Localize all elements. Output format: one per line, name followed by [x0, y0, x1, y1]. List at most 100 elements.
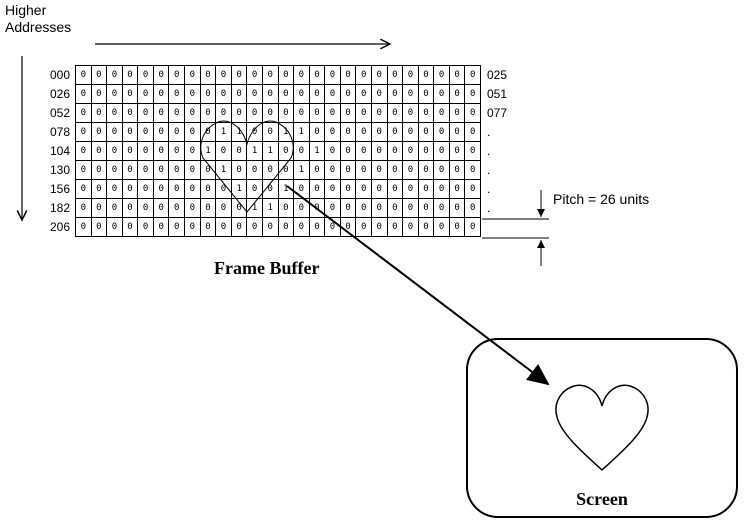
grid-cell: 0: [185, 123, 201, 142]
grid-cell: 0: [325, 123, 341, 142]
grid-cell: 0: [107, 104, 123, 123]
grid-cell: 0: [169, 85, 186, 104]
grid-cell: 0: [122, 85, 139, 104]
grid-cell: 0: [371, 218, 388, 237]
grid-cell: 0: [403, 123, 419, 142]
grid-cell: 0: [356, 218, 372, 237]
grid-cell: 0: [434, 85, 450, 104]
grid-cell: 0: [465, 104, 481, 123]
grid-cell: 0: [107, 123, 123, 142]
grid-cell: 1: [262, 199, 279, 218]
grid-cell: 0: [387, 199, 404, 218]
grid-cell: 1: [278, 180, 295, 199]
grid-cell: 0: [340, 104, 357, 123]
grid-cell: 0: [91, 199, 108, 218]
grid-cell: 0: [153, 161, 170, 180]
grid-cell: 0: [387, 142, 404, 161]
grid-cell: 0: [138, 66, 154, 85]
grid-cell: 1: [294, 123, 310, 142]
grid-cell: 0: [138, 180, 154, 199]
grid-cell: 0: [107, 142, 123, 161]
grid-cell: 0: [403, 85, 419, 104]
grid-cell: 0: [418, 161, 435, 180]
row-end-address: .: [487, 182, 491, 197]
grid-cell: 1: [278, 123, 295, 142]
grid-cell: 0: [169, 161, 186, 180]
grid-cell: 0: [371, 199, 388, 218]
grid-cell: 0: [153, 199, 170, 218]
grid-cell: 0: [340, 180, 357, 199]
row-start-address: 026: [49, 86, 70, 101]
grid-cell: 0: [465, 123, 481, 142]
grid-cell: 0: [153, 218, 170, 237]
grid-cell: 0: [325, 142, 341, 161]
grid-cell: 0: [216, 199, 232, 218]
grid-cell: 0: [434, 66, 450, 85]
grid-cell: 0: [107, 199, 123, 218]
row-end-address: .: [487, 143, 491, 158]
grid-cell: 0: [200, 199, 217, 218]
grid-cell: 0: [138, 161, 154, 180]
row-start-address: 156: [49, 182, 70, 197]
grid-cell: 0: [449, 199, 466, 218]
grid-cell: 0: [309, 123, 326, 142]
grid-cell: 0: [262, 218, 279, 237]
grid-cell: 0: [169, 123, 186, 142]
grid-cell: 0: [449, 218, 466, 237]
grid-cell: 0: [76, 161, 92, 180]
grid-cell: 0: [169, 218, 186, 237]
grid-cell: 0: [91, 218, 108, 237]
grid-cell: 0: [309, 199, 326, 218]
screen-panel: Screen: [466, 338, 738, 518]
grid-cell: 0: [247, 161, 263, 180]
grid-cell: 0: [122, 199, 139, 218]
grid-cell: 0: [107, 180, 123, 199]
grid-cell: 0: [325, 66, 341, 85]
grid-cell: 0: [153, 180, 170, 199]
grid-cell: 0: [294, 199, 310, 218]
grid-cell: 1: [216, 123, 232, 142]
row-start-address: 000: [49, 67, 70, 82]
grid-cell: 0: [247, 218, 263, 237]
grid-cell: 0: [465, 180, 481, 199]
grid-cell: 0: [403, 218, 419, 237]
grid-cell: 0: [200, 123, 217, 142]
grid-cell: 0: [107, 85, 123, 104]
grid-cell: 0: [200, 218, 217, 237]
grid-cell: 0: [76, 123, 92, 142]
grid-cell: 0: [216, 66, 232, 85]
grid-cell: 0: [356, 104, 372, 123]
grid-cell: 0: [340, 199, 357, 218]
row-start-address: 052: [49, 105, 70, 120]
grid-cell: 0: [216, 218, 232, 237]
grid-cell: 0: [278, 85, 295, 104]
grid-cell: 0: [465, 161, 481, 180]
grid-cell: 0: [449, 85, 466, 104]
grid-cell: 0: [418, 85, 435, 104]
grid-cell: 0: [340, 123, 357, 142]
grid-cell: 0: [356, 180, 372, 199]
grid-cell: 0: [340, 161, 357, 180]
grid-cell: 0: [340, 218, 357, 237]
grid-cell: 0: [309, 180, 326, 199]
grid-cell: 0: [200, 104, 217, 123]
grid-cell: 0: [278, 66, 295, 85]
grid-cell: 0: [294, 104, 310, 123]
grid-cell: 0: [403, 104, 419, 123]
grid-cell: 0: [153, 104, 170, 123]
grid-cell: 0: [185, 180, 201, 199]
grid-cell: 1: [294, 161, 310, 180]
frame-buffer-label: Frame Buffer: [214, 258, 320, 278]
grid-cell: 0: [91, 180, 108, 199]
pitch-label: Pitch = 26 units: [553, 191, 650, 207]
grid-cell: 0: [465, 85, 481, 104]
grid-cell: 0: [371, 104, 388, 123]
grid-cell: 1: [231, 123, 248, 142]
grid-cell: 0: [262, 66, 279, 85]
higher-addresses-line2: Addresses: [5, 19, 72, 35]
grid-cell: 0: [91, 66, 108, 85]
grid-cell: 0: [91, 123, 108, 142]
grid-cell: 0: [356, 66, 372, 85]
